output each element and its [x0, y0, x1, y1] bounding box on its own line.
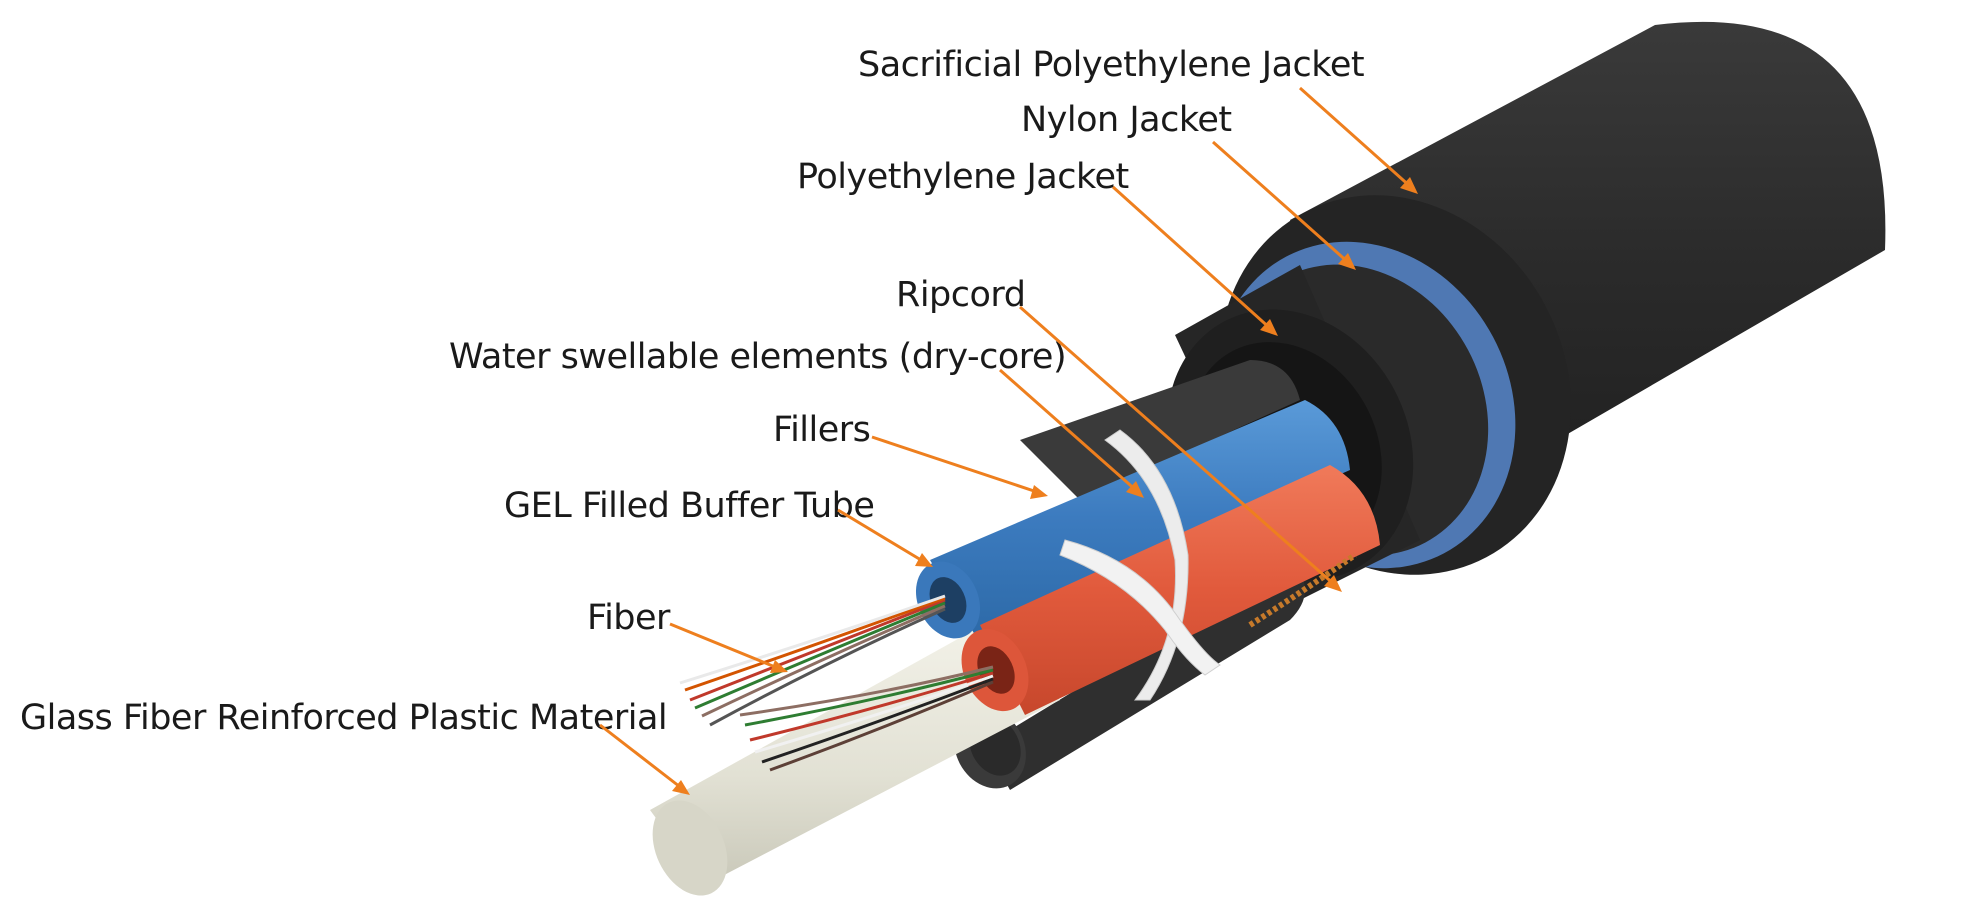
leader-water-swellable [999, 368, 1144, 498]
water-swellable-tape-loop [1059, 539, 1221, 676]
label-polyethylene-jacket: Polyethylene Jacket [797, 157, 1129, 197]
leader-fillers [871, 435, 1048, 499]
cable-illustration [650, 21, 1886, 896]
label-ripcord: Ripcord [896, 275, 1025, 315]
leader-nylon-jacket [1212, 140, 1356, 270]
leader-buffer-tube [837, 508, 933, 567]
label-fillers: Fillers [773, 410, 870, 450]
leader-ripcord [1019, 305, 1342, 592]
label-sacrificial-polyethylene-jacket: Sacrificial Polyethylene Jacket [858, 45, 1364, 85]
ripcord-strand [1248, 552, 1357, 628]
fiber-bundle-blue-tube [679, 594, 946, 727]
leader-lines [599, 86, 1418, 795]
gfrp-rod-end [652, 800, 728, 896]
leader-sacrificial-jacket [1299, 86, 1418, 194]
label-glass-fiber-reinforced-plastic: Glass Fiber Reinforced Plastic Material [20, 698, 667, 738]
label-gel-filled-buffer-tube: GEL Filled Buffer Tube [504, 486, 874, 526]
leader-gfrp [599, 723, 690, 795]
blue-buffer-tube [930, 400, 1350, 635]
leader-fiber [669, 622, 788, 673]
label-fiber: Fiber [587, 598, 671, 638]
label-nylon-jacket: Nylon Jacket [1021, 100, 1232, 140]
label-water-swellable-elements: Water swellable elements (dry-core) [449, 337, 1066, 377]
water-swellable-tape [1104, 429, 1189, 701]
labels: Sacrificial Polyethylene Jacket Nylon Ja… [20, 45, 1365, 738]
leader-polyethylene-jacket [1111, 185, 1278, 336]
fiber-bundle-red-tube [739, 665, 994, 772]
